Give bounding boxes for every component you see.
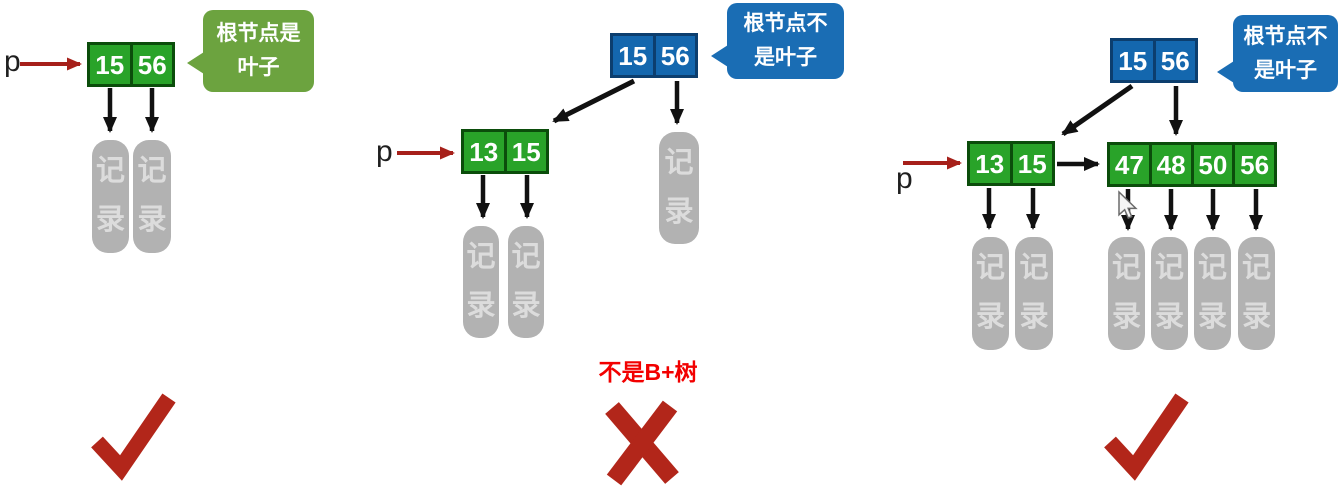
- record-box: 记录: [133, 140, 171, 253]
- key-cell: 15: [613, 36, 653, 75]
- key-cell: 15: [506, 132, 546, 171]
- record-box: 记录: [659, 132, 699, 244]
- record-box: 记录: [1238, 237, 1275, 350]
- record-box: 记录: [92, 140, 129, 253]
- key-cell: 15: [90, 45, 130, 84]
- bubble-tail: [711, 45, 728, 67]
- key-cell: 13: [970, 144, 1010, 183]
- p3-callout-text: 根节点不 是叶子: [1243, 24, 1328, 82]
- record-box: 记录: [1108, 237, 1145, 350]
- p1-root-node[interactable]: 15 56: [87, 42, 175, 87]
- record-box: 记录: [1015, 237, 1053, 350]
- record-box: 记录: [1194, 237, 1231, 350]
- p1-callout-text: 根节点是 叶子: [216, 22, 301, 79]
- key-cell: 56: [132, 45, 172, 84]
- p3-pointer-label: p: [896, 162, 913, 195]
- p3-root-edges: [1061, 83, 1183, 137]
- p2-root-edges: [552, 78, 684, 125]
- p3-leaf-node-2[interactable]: 47 48 50 56: [1107, 142, 1277, 187]
- key-cell: 50: [1193, 145, 1233, 184]
- p1-callout-bubble: 根节点是 叶子: [187, 10, 314, 92]
- p3-callout-bubble: 根节点不 是叶子: [1217, 15, 1338, 92]
- record-box: 记录: [972, 237, 1009, 350]
- record-box: 记录: [508, 226, 544, 338]
- p2-callout-text: 根节点不 是叶子: [743, 12, 828, 69]
- p3-check-mark: [1104, 393, 1189, 481]
- key-cell: 15: [1113, 41, 1153, 80]
- p1-pointer-label: p: [4, 45, 21, 78]
- bubble-tail: [1217, 61, 1234, 83]
- p2-root-node[interactable]: 15 56: [610, 33, 698, 78]
- key-cell: 13: [464, 132, 504, 171]
- record-box: 记录: [463, 226, 499, 338]
- key-cell: 56: [1235, 145, 1274, 184]
- p1-root-to-record-arrows: [103, 88, 159, 133]
- mouse-cursor-icon: [1118, 190, 1138, 220]
- p2-callout-bubble: 根节点不 是叶子: [711, 3, 844, 79]
- p2-cross-mark: [605, 400, 679, 486]
- record-box: 记录: [1151, 237, 1188, 350]
- p2-pointer-label: p: [376, 135, 393, 168]
- bubble-tail: [187, 52, 204, 74]
- p3-leaf-node-1[interactable]: 13 15: [967, 141, 1055, 186]
- p1-check-mark: [91, 393, 176, 481]
- p2-leaf-node[interactable]: 13 15: [461, 129, 549, 174]
- p2-caption: 不是B+树: [598, 359, 698, 385]
- key-cell: 15: [1012, 144, 1052, 183]
- key-cell: 56: [1155, 41, 1195, 80]
- key-cell: 48: [1151, 145, 1191, 184]
- p3-leaf-to-record-arrows: [982, 188, 1263, 231]
- key-cell: 47: [1110, 145, 1149, 184]
- key-cell: 56: [655, 36, 695, 75]
- p2-leaf-to-record-arrows: [476, 175, 534, 219]
- p3-root-node[interactable]: 15 56: [1110, 38, 1198, 83]
